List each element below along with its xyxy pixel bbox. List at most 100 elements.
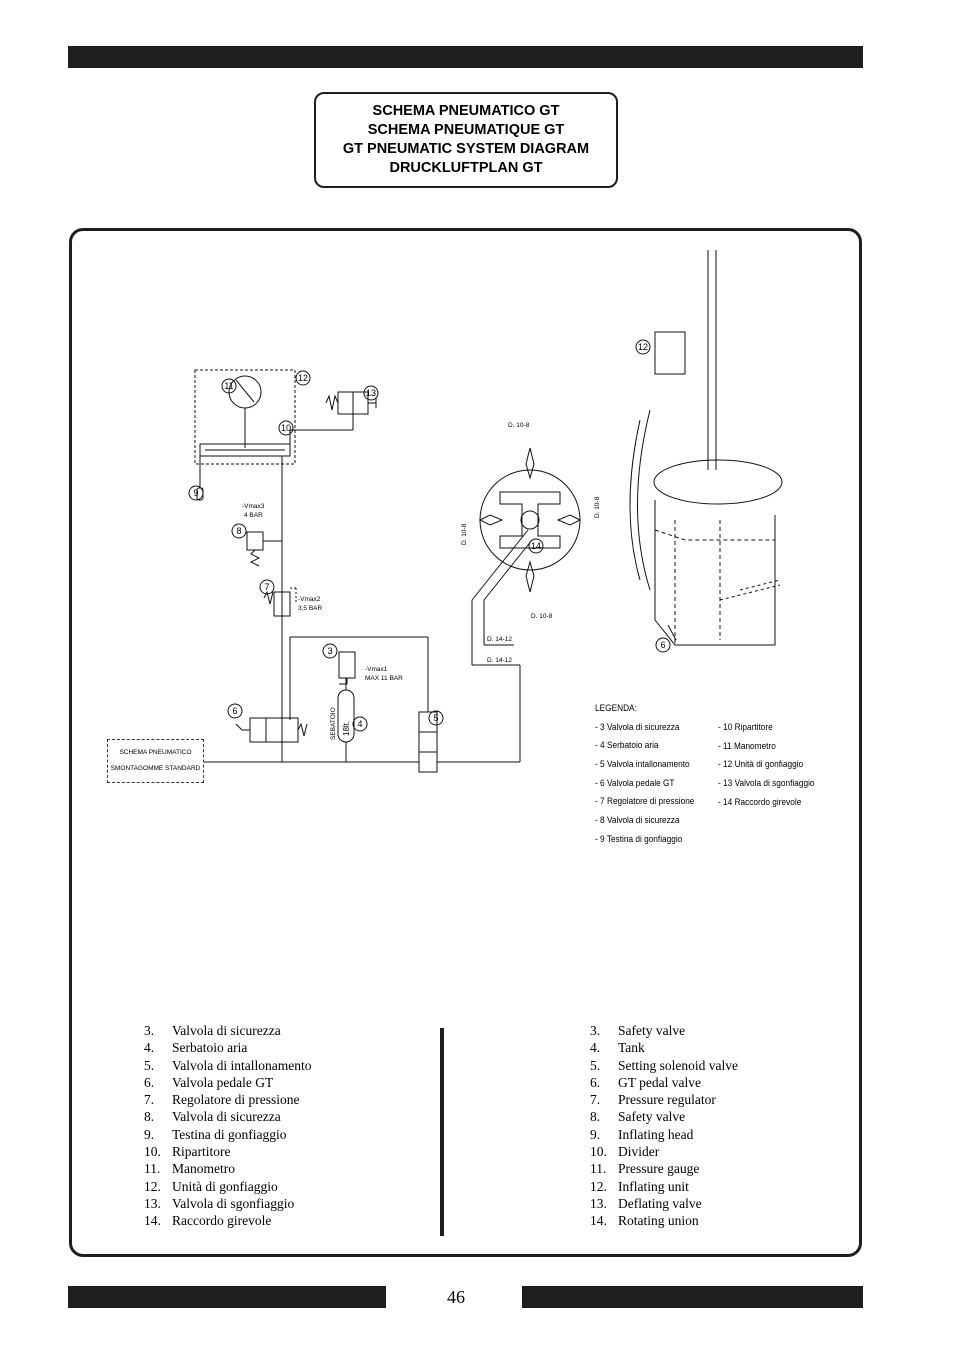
callout-10: 10: [281, 423, 291, 433]
legend-item: - 5 Valvola intallonamento: [595, 759, 690, 770]
item-number: 11.: [590, 1161, 607, 1177]
item-text: Testina di gonfiaggio: [172, 1126, 287, 1142]
item-number: 4.: [590, 1040, 601, 1056]
title-line-fr: SCHEMA PNEUMATIQUE GT: [367, 122, 565, 138]
item-number: 13.: [144, 1195, 161, 1211]
item-number: 3.: [144, 1023, 155, 1038]
standard-schema-box: SCHEMA PNEUMATICO SMONTAGOMME STANDARD: [107, 739, 204, 783]
footer-bar-right: [522, 1286, 863, 1308]
vmax3-value: 4 BAR: [244, 512, 263, 519]
item-text: Safety valve: [618, 1109, 686, 1125]
legend-item: - 11 Manometro: [718, 740, 776, 751]
vmax1-value: MAX 11 BAR: [365, 675, 403, 682]
item-text: Deflating valve: [618, 1195, 702, 1211]
list-item: 9. Testina di gonfiaggio: [144, 1126, 311, 1143]
list-item: 4. Serbatoio aria: [144, 1039, 311, 1056]
item-number: 14.: [144, 1213, 161, 1229]
item-number: 8.: [590, 1109, 601, 1125]
list-item: 5. Setting solenoid valve: [590, 1057, 738, 1074]
list-item: 6. GT pedal valve: [590, 1074, 738, 1091]
list-item: 13. Deflating valve: [590, 1195, 738, 1212]
legend-col2: - 10 Ripartitore - 11 Manometro - 12 Uni…: [718, 718, 815, 811]
legend-item: - 6 Valvola pedale GT: [595, 777, 675, 788]
item-text: Regolatore di pressione: [172, 1092, 300, 1108]
legend-item: - 13 Valvola di sgonfiaggio: [718, 778, 815, 789]
list-item: 10.Divider: [590, 1143, 738, 1160]
item-text: Serbatoio aria: [172, 1040, 248, 1056]
callout-12: 12: [298, 373, 308, 383]
title-line-de: DRUCKLUFTPLAN GT: [389, 160, 543, 176]
item-text: Pressure gauge: [618, 1161, 700, 1177]
item-number: 6.: [590, 1074, 601, 1090]
item-number: 7.: [590, 1092, 601, 1108]
standard-schema-line-1: SCHEMA PNEUMATICO: [119, 749, 192, 756]
item-number: 8.: [144, 1109, 155, 1125]
item-number: 10.: [144, 1144, 161, 1160]
item-number: 5.: [590, 1057, 601, 1073]
title-box: SCHEMA PNEUMATICO GT SCHEMA PNEUMATIQUE …: [314, 92, 618, 188]
title-line-en: GT PNEUMATIC SYSTEM DIAGRAM: [342, 141, 590, 157]
item-number: 6.: [144, 1074, 155, 1090]
item-text: Ripartitore: [172, 1144, 231, 1160]
legend-item: - 8 Valvola di sicurezza: [595, 815, 680, 826]
callout-4: 4: [357, 719, 362, 729]
legend-item: - 9 Testina di gonfiaggio: [595, 833, 683, 844]
list-item: 3.Safety valve: [590, 1022, 738, 1039]
tank-capacity-label: 18lt.: [342, 721, 351, 736]
list-item: 3.Valvola di sicurezza: [144, 1022, 311, 1039]
item-text: Inflating unit: [618, 1178, 689, 1194]
legend-item: - 10 Ripartitore: [718, 722, 773, 732]
item-number: 5.: [144, 1057, 155, 1073]
callout-7: 7: [264, 582, 269, 592]
d-top-label: D. 10-8: [508, 422, 530, 429]
content-frame: [69, 228, 862, 1257]
item-text: Pressure regulator: [618, 1092, 716, 1108]
legend-heading: LEGENDA:: [595, 703, 637, 713]
item-number: 11.: [144, 1161, 161, 1177]
list-item: 6. Valvola pedale GT: [144, 1074, 311, 1091]
legend-item: - 3 Valvola di sicurezza: [595, 721, 680, 732]
vmax3-label: -Vmax3: [242, 503, 265, 510]
item-text: GT pedal valve: [618, 1074, 701, 1090]
item-text: Tank: [618, 1040, 645, 1056]
callout-6-machine: 6: [660, 640, 665, 650]
item-number: 9.: [144, 1126, 155, 1142]
item-number: 4.: [144, 1040, 155, 1056]
d-bottom-label: D. 10-8: [531, 613, 553, 620]
item-text: Valvola di sicurezza: [172, 1109, 281, 1125]
vmax1-label: -Vmax1: [365, 666, 388, 673]
item-number: 3.: [590, 1023, 601, 1038]
list-item: 12.Unità di gonfiaggio: [144, 1178, 311, 1195]
item-text: Valvola pedale GT: [172, 1074, 274, 1090]
item-text: Valvola di sgonfiaggio: [172, 1195, 295, 1211]
legend-item: - 12 Unità di gonfiaggio: [718, 759, 804, 770]
callout-11: 11: [224, 381, 233, 391]
list-item: 7.Regolatore di pressione: [144, 1091, 311, 1108]
callout-8: 8: [236, 526, 241, 536]
legend-item: - 4 Serbatoio aria: [595, 740, 659, 751]
callout-13: 13: [366, 388, 376, 398]
list-item: 14.Rotating union: [590, 1212, 738, 1229]
callout-14: 14: [531, 541, 541, 551]
item-text: Rotating union: [618, 1213, 699, 1229]
callout-9: 9: [193, 488, 198, 498]
page-number: 46: [447, 1287, 465, 1307]
item-text: Manometro: [172, 1161, 235, 1177]
vmax2-value: 3,5 BAR: [298, 605, 323, 612]
list-item: 9.Inflating head: [590, 1126, 738, 1143]
item-number: 12.: [590, 1178, 607, 1194]
item-text: Valvola di intallonamento: [172, 1057, 312, 1073]
footer-bar-left: [68, 1286, 386, 1308]
item-number: 13.: [590, 1195, 607, 1211]
item-text: Inflating head: [618, 1126, 694, 1142]
list-item: 5. Valvola di intallonamento: [144, 1057, 311, 1074]
callout-6: 6: [232, 706, 237, 716]
callout-5: 5: [433, 713, 438, 723]
title-line-it: SCHEMA PNEUMATICO GT: [372, 103, 560, 119]
legend-item: - 7 Regolatore di pressione: [595, 796, 695, 807]
list-item: 11. Manometro: [144, 1160, 311, 1177]
item-text: Setting solenoid valve: [618, 1057, 738, 1073]
item-number: 12.: [144, 1178, 161, 1194]
d-left-label: D. 10-8: [461, 523, 468, 545]
